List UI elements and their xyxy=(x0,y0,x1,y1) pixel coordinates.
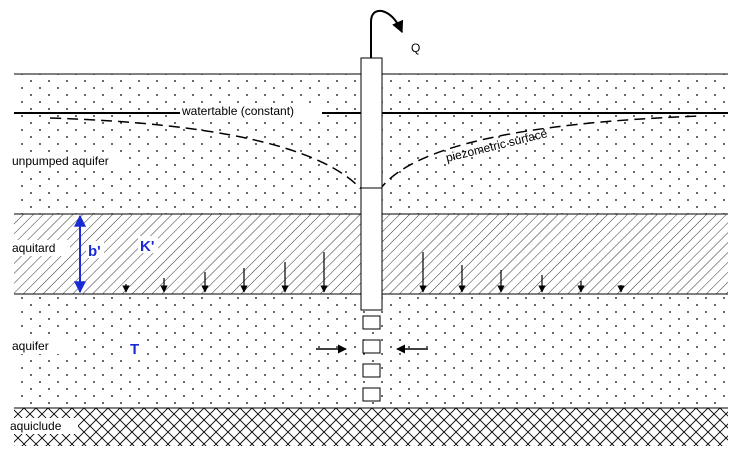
watertable-label-bg xyxy=(180,103,322,118)
aquifer-label: aquifer xyxy=(12,339,49,353)
aquiclude-label-bg xyxy=(8,418,78,434)
unpumped-aquifer-label-bg xyxy=(10,153,122,169)
discharge-label: Q xyxy=(411,41,420,55)
well-screen xyxy=(362,315,381,402)
unpumped-aquifer-label: unpumped aquifer xyxy=(12,154,109,168)
aquiclude-layer xyxy=(14,407,728,446)
aquitard-symbol-bg xyxy=(86,236,158,258)
well xyxy=(360,57,383,311)
watertable-label: watertable (constant) xyxy=(181,104,294,118)
aquitard-conductivity-label: K' xyxy=(140,238,154,255)
aquifer-label-bg xyxy=(10,338,70,354)
aquiclude-label: aquiclude xyxy=(10,419,62,433)
aquitard-thickness-label: b' xyxy=(88,243,101,260)
discharge-arrow xyxy=(370,9,404,58)
transmissivity-label-bg xyxy=(128,338,144,356)
transmissivity-label: T xyxy=(130,341,139,358)
leakage-arrows xyxy=(122,252,625,293)
aquitard-label-bg xyxy=(10,240,70,256)
aquitard-label: aquitard xyxy=(12,241,55,255)
